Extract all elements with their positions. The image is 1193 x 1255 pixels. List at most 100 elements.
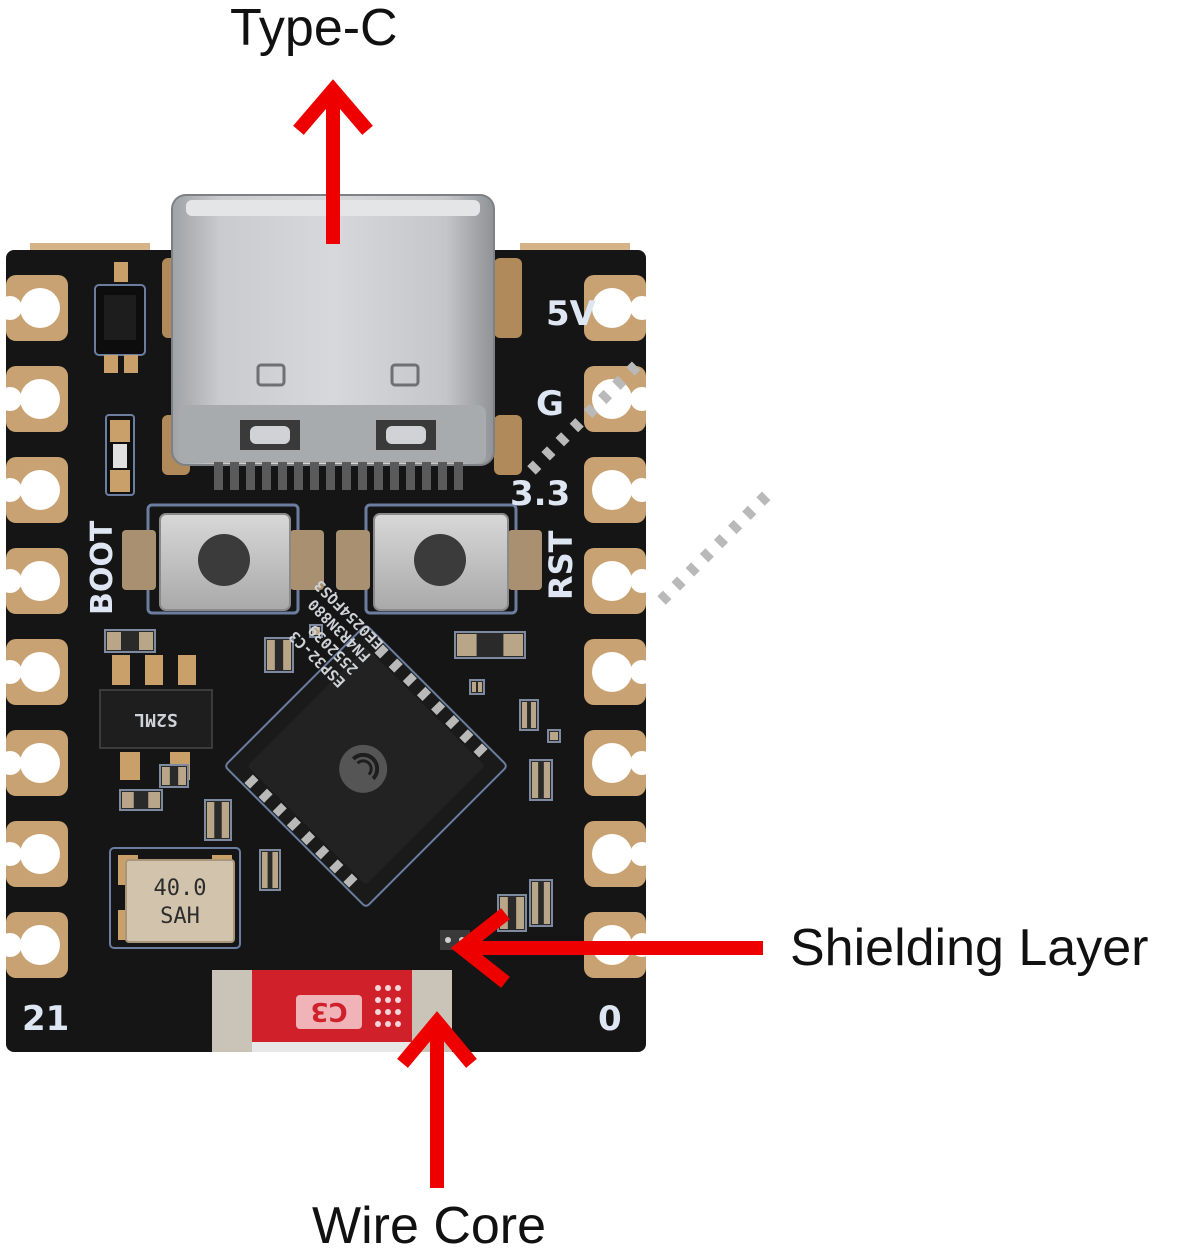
ceramic-antenna: C3: [212, 970, 452, 1052]
chip-pad: [728, 519, 743, 535]
usb-pin: [438, 462, 447, 490]
chip-pad: [416, 686, 432, 701]
regulator-marking: S2ML: [134, 709, 178, 730]
crystal-line-2: SAH: [160, 904, 200, 929]
castellated-hole: [20, 743, 60, 783]
castellated-hole: [592, 834, 632, 874]
smd-terminal: [530, 702, 536, 728]
usb-pin: [406, 462, 415, 490]
chip-pad: [431, 700, 446, 716]
castellated-hole: [20, 288, 60, 328]
chip-pad: [555, 432, 570, 447]
castellated-hole: [592, 288, 632, 328]
chip-pad: [315, 845, 330, 860]
chip-pad: [343, 873, 358, 888]
smd-terminal: [272, 852, 278, 888]
usb-pin: [326, 462, 335, 490]
castellated-edge: [0, 296, 22, 320]
antenna-dot: [395, 1009, 401, 1015]
castellated-edge: [0, 569, 22, 593]
usb-pin: [278, 462, 287, 490]
smd-terminal: [139, 632, 153, 650]
castellated-edge: [630, 387, 654, 411]
castellated-hole: [20, 561, 60, 601]
label-boot: BOOT: [85, 520, 120, 615]
arrow-wire-core: [397, 1011, 477, 1188]
smd-terminal: [207, 802, 215, 838]
smd-terminal: [532, 882, 539, 924]
smd-terminal: [522, 702, 528, 728]
arrow-shielding-layer: [450, 908, 763, 988]
antenna-dot: [385, 1009, 391, 1015]
smd-terminal: [472, 682, 476, 692]
chip-pad: [612, 375, 627, 390]
smd-terminal: [316, 627, 320, 635]
boot-button: [122, 503, 324, 615]
antenna-marking: C3: [310, 996, 347, 1026]
castellated-edge: [0, 478, 22, 502]
left-castellated-pads: [0, 275, 68, 978]
usb-pin: [422, 462, 431, 490]
espressif-logo-icon: [339, 744, 388, 793]
antenna-dot: [385, 985, 391, 991]
castellated-hole: [592, 561, 632, 601]
arrow-type-c: [293, 79, 373, 244]
usb-pin: [262, 462, 271, 490]
callout-type-c: Type-C: [230, 0, 398, 57]
label-3v3: 3.3: [510, 474, 570, 514]
usb-type-c-connector: [162, 194, 522, 490]
chip-pad: [699, 548, 714, 563]
crystal-line-1: 40.0: [154, 876, 207, 901]
label-g: G: [536, 384, 564, 424]
reset-button: [336, 503, 542, 615]
usb-pin: [454, 462, 463, 490]
castellated-edge: [0, 751, 22, 775]
castellated-edge: [630, 478, 654, 502]
chip-pad: [286, 816, 301, 832]
antenna-dot: [375, 985, 381, 991]
chip-pad: [459, 729, 474, 744]
chip-pad: [272, 802, 287, 817]
label-rst: RST: [542, 530, 580, 600]
smd-terminal: [516, 897, 524, 929]
chip-pad: [742, 505, 757, 520]
smd-terminal: [478, 682, 482, 692]
crystal-oscillator: 40.0 SAH: [109, 847, 241, 949]
antenna-dot: [375, 1021, 381, 1027]
castellated-hole: [592, 743, 632, 783]
smd-terminal: [107, 632, 121, 650]
chip-pad: [597, 389, 613, 404]
smd-terminal: [162, 767, 170, 785]
chip-pad: [541, 446, 556, 461]
chip-pad: [527, 460, 542, 475]
castellated-edge: [630, 842, 654, 866]
antenna-dot: [385, 997, 391, 1003]
castellated-edge: [0, 660, 22, 684]
smd-terminal: [503, 634, 523, 656]
esd-protection-ic: [94, 262, 146, 373]
castellated-hole: [20, 834, 60, 874]
castellated-hole: [592, 379, 632, 419]
castellated-hole: [20, 379, 60, 419]
label-0: 0: [598, 999, 622, 1039]
antenna-dot: [395, 997, 401, 1003]
castellated-edge: [0, 933, 22, 957]
chip-pad: [626, 361, 641, 376]
castellated-edge: [0, 842, 22, 866]
smd-terminal: [267, 640, 275, 670]
castellated-hole: [592, 652, 632, 692]
chip-pad: [569, 418, 584, 433]
antenna-dot: [395, 985, 401, 991]
usb-pin: [390, 462, 399, 490]
smd-terminal: [312, 627, 316, 635]
castellated-edge: [630, 569, 654, 593]
usb-pin: [342, 462, 351, 490]
usb-pin: [214, 462, 223, 490]
chip-pad: [388, 658, 403, 673]
castellated-edge: [0, 387, 22, 411]
smd-terminal: [457, 634, 477, 656]
label-5v: 5V: [546, 294, 597, 334]
chip-pad: [300, 831, 316, 846]
castellated-hole: [20, 470, 60, 510]
